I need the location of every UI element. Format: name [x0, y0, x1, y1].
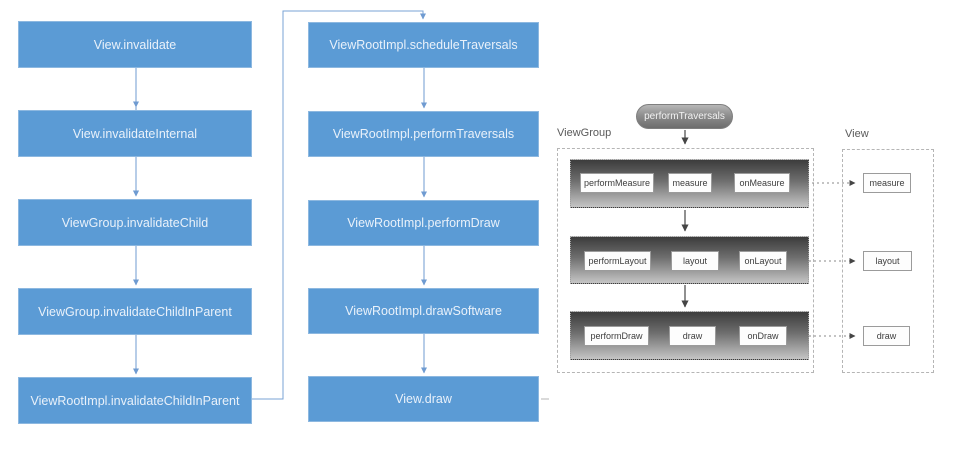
node-view-measure: measure	[863, 173, 911, 193]
node-view-layout: layout	[863, 251, 912, 271]
viewgroup-dashed-container	[557, 148, 814, 373]
box-perform-traversals: ViewRootImpl.performTraversals	[308, 111, 539, 157]
view-dashed-container	[842, 149, 934, 373]
perform-traversals-node: performTraversals	[636, 104, 733, 129]
node-layout: layout	[671, 251, 719, 271]
node-on-draw: onDraw	[739, 326, 787, 346]
box-draw-software: ViewRootImpl.drawSoftware	[308, 288, 539, 334]
node-perform-layout: performLayout	[584, 251, 651, 271]
node-on-layout: onLayout	[739, 251, 787, 271]
box-viewrootimpl-invalidate-childinparent: ViewRootImpl.invalidateChildInParent	[18, 377, 252, 424]
box-view-invalidate-internal: View.invalidateInternal	[18, 110, 252, 157]
viewgroup-label: ViewGroup	[557, 127, 612, 139]
node-draw: draw	[669, 326, 716, 346]
node-measure: measure	[668, 173, 712, 193]
node-perform-draw: performDraw	[584, 326, 649, 346]
box-viewgroup-invalidate-child: ViewGroup.invalidateChild	[18, 199, 252, 246]
node-view-draw: draw	[863, 326, 910, 346]
box-viewgroup-invalidate-childinparent: ViewGroup.invalidateChildInParent	[18, 288, 252, 335]
box-perform-draw: ViewRootImpl.performDraw	[308, 200, 539, 246]
box-view-invalidate: View.invalidate	[18, 21, 252, 68]
node-on-measure: onMeasure	[734, 173, 790, 193]
node-perform-measure: performMeasure	[580, 173, 654, 193]
box-view-draw: View.draw	[308, 376, 539, 422]
view-label: View	[845, 128, 869, 140]
box-schedule-traversals: ViewRootImpl.scheduleTraversals	[308, 22, 539, 68]
